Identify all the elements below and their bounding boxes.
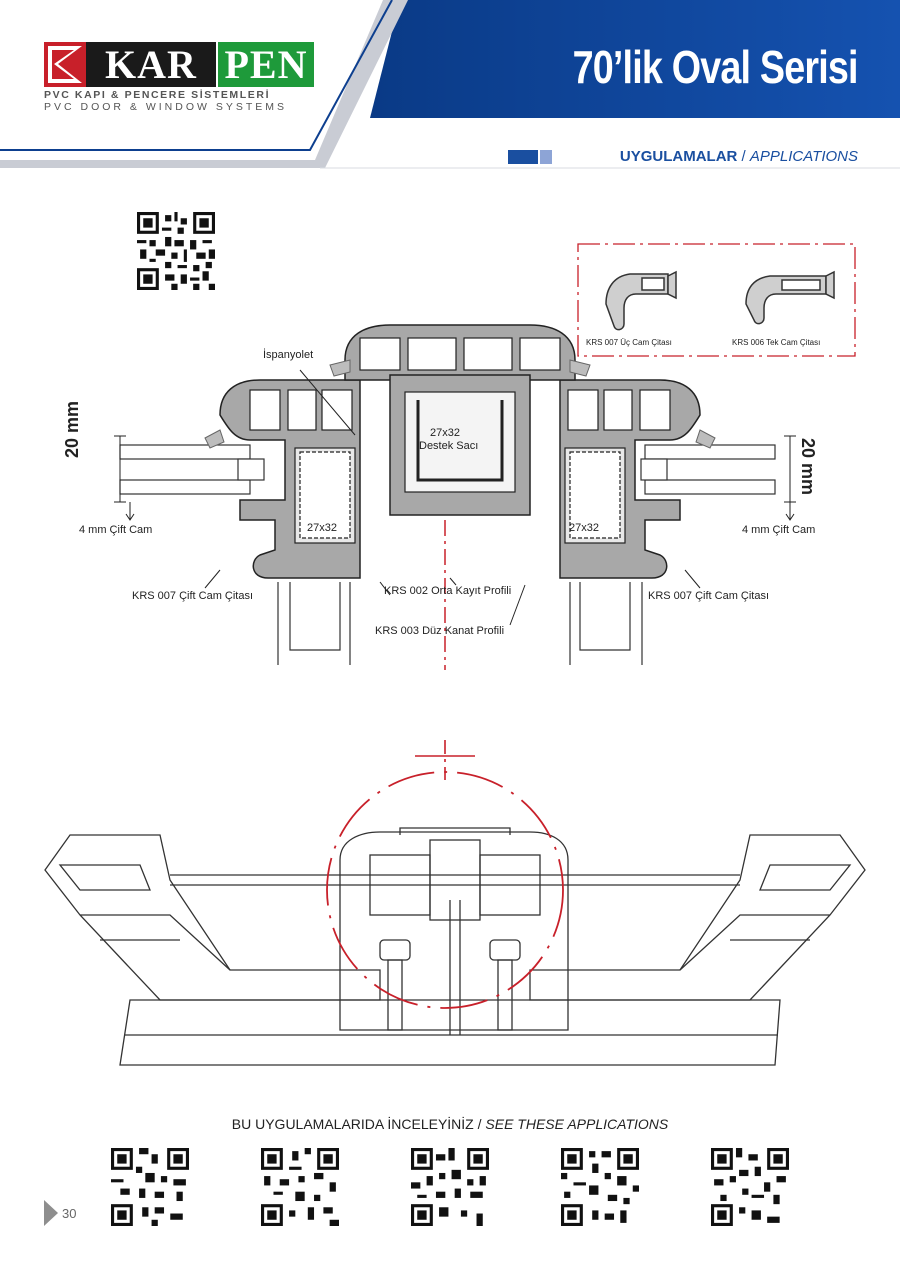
qr-code-icon[interactable]	[111, 1148, 189, 1226]
brand-logo: KAR PEN	[44, 42, 314, 87]
qr-code-icon[interactable]	[137, 212, 215, 290]
label-krs002: KRS 002 Orta Kayıt Profili	[384, 585, 512, 597]
brand-pen: PEN	[218, 42, 314, 87]
qr-code-icon[interactable]	[711, 1148, 789, 1226]
glazing-bead-inset	[577, 243, 856, 357]
cross-section-diagram	[114, 324, 796, 670]
qr-code-icon[interactable]	[561, 1148, 639, 1226]
label-destek-2: Destek Sacı	[419, 440, 479, 452]
section-marker-dark	[508, 150, 538, 164]
see-applications-heading: BU UYGULAMALARIDA İNCELEYİNİZ / SEE THES…	[0, 1116, 900, 1132]
see-separator: /	[473, 1116, 486, 1132]
perspective-window-drawing	[44, 740, 866, 1066]
brand-kar: KAR	[86, 42, 216, 87]
see-label-en: SEE THESE APPLICATIONS	[485, 1116, 669, 1132]
label-bead-left: KRS 007 Çift Cam Çitası	[132, 590, 254, 602]
series-title: 70’lik Oval Serisi	[572, 41, 859, 93]
section-label-en: APPLICATIONS	[749, 148, 858, 165]
karpen-logo-emblem-icon	[44, 42, 86, 87]
inset-label-b: KRS 006 Tek Cam Çitası	[732, 338, 821, 347]
bead-profile-a	[605, 270, 677, 331]
label-glass-left: 4 mm Çift Cam	[79, 524, 153, 536]
label-20mm-left: 20 mm	[62, 400, 82, 458]
section-label-tr: UYGULAMALAR	[619, 148, 738, 165]
inset-label-a: KRS 007 Üç Cam Çitası	[586, 338, 672, 347]
bead-profile-b	[745, 270, 835, 325]
page-number: 30	[62, 1206, 77, 1221]
qr-code-icon[interactable]	[411, 1148, 489, 1226]
section-heading: UYGULAMALAR / APPLICATIONS	[620, 148, 858, 165]
section-separator: /	[737, 148, 750, 165]
qr-code-icon[interactable]	[261, 1148, 339, 1226]
label-glass-right: 4 mm Çift Cam	[742, 524, 816, 536]
label-ispanyolet: İspanyolet	[263, 349, 314, 361]
label-bead-right: KRS 007 Çift Cam Çitası	[648, 590, 770, 602]
tagline-en: PVC DOOR & WINDOW SYSTEMS	[44, 101, 288, 113]
label-dim-right: 27x32	[569, 522, 599, 534]
page-arrow-icon	[44, 1200, 58, 1226]
tagline-tr: PVC KAPI & PENCERE SİSTEMLERİ	[44, 89, 271, 101]
section-marker-light	[540, 150, 552, 164]
label-krs003: KRS 003 Düz Kanat Profili	[375, 625, 505, 637]
label-destek-1: 27x32	[430, 427, 460, 439]
header-banner	[0, 0, 900, 169]
label-20mm-right: 20 mm	[798, 438, 818, 496]
label-dim-left: 27x32	[307, 522, 337, 534]
see-label-tr: BU UYGULAMALARIDA İNCELEYİNİZ	[231, 1116, 474, 1132]
